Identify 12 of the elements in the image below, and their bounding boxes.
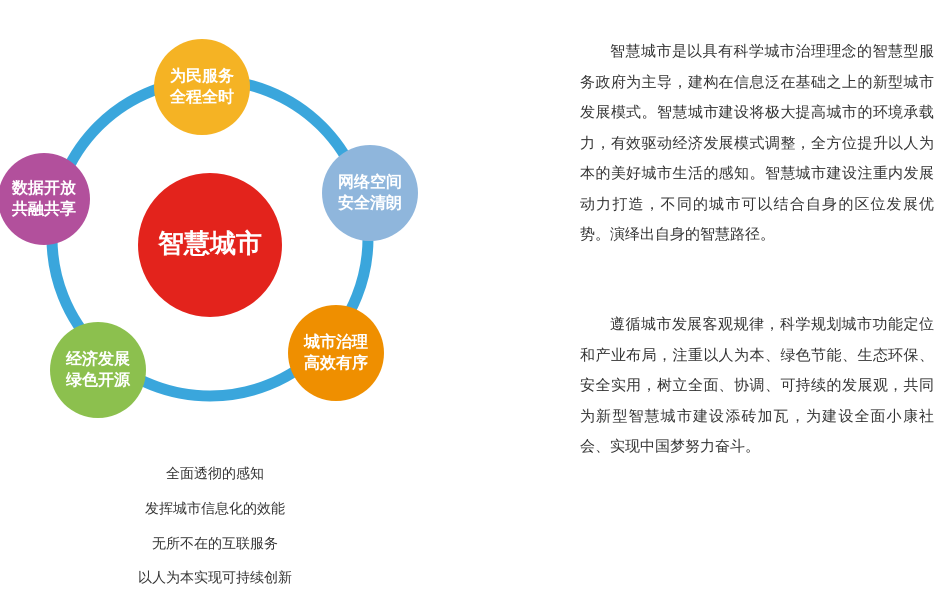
circle-label: 为民服务全程全时 [169,66,235,108]
feature-text: 发挥城市信息化的效能 [145,500,285,518]
paragraph: 智慧城市是以具有科学城市治理理念的智慧型服务政府为主导，建构在信息泛在基础之上的新型城市发展模式。智慧城市建设将极大提高城市的环境承载力，有效驱动经济发展模式调整，全方位提升以人为本的美好城市生活的感知。智慧城市建设注重内发展动力打造，不同的城市可以结合自身的区位发展优势。演绎出自身的智慧路径。 [580,41,934,245]
circle-label: 智慧城市 [158,228,262,262]
circle-label: 网络空间安全清朗 [337,172,403,214]
circle-label: 数据开放共融共享 [11,178,77,220]
feature-text: 无所不在的互联服务 [152,535,278,553]
paragraph: 遵循城市发展客观规律，科学规划城市功能定位和产业布局，注重以人为本、绿色节能、生态环保、安全实用，树立全面、协调、可持续的发展观，共同为新型智慧城市建设添砖加瓦，为建设全面小康社会、实现中国梦努力奋斗。 [580,314,934,457]
feature-text: 以人为本实现可持续创新 [138,569,292,587]
feature-text: 全面透彻的感知 [166,465,264,483]
circle-label: 城市治理高效有序 [303,332,369,374]
circle-label: 经济发展绿色开源 [65,349,131,391]
